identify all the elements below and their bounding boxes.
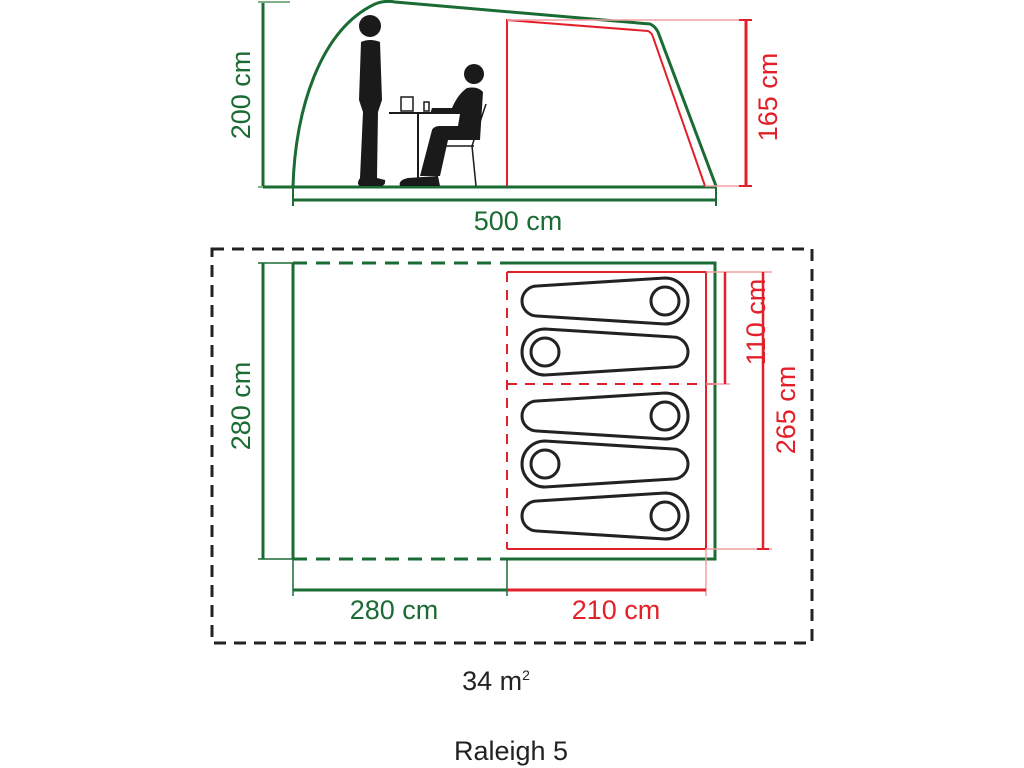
length-500-label: 500 cm [474, 206, 563, 236]
width-110-label: 110 cm [741, 279, 771, 366]
sleeping-bags [520, 276, 690, 541]
floor-plan [210, 247, 814, 645]
standing-person-icon [358, 15, 386, 186]
length-280-label: 280 cm [350, 595, 439, 625]
pillow-icon [649, 400, 681, 432]
pillow-icon [529, 336, 561, 368]
sleeping-bag-icon [520, 491, 690, 541]
pillow-icon [649, 285, 681, 317]
sleeping-bag-icon [520, 439, 690, 489]
area-label: 34 m2 [462, 666, 530, 696]
outer-tent-profile [291, 0, 718, 188]
sleeping-bag-icon [520, 276, 690, 326]
height-200-label: 200 cm [226, 51, 256, 140]
bedroom-inner-wall [507, 271, 707, 550]
pillow-icon [529, 448, 561, 480]
cup-icon [400, 96, 414, 112]
side-view [258, 0, 752, 206]
width-280-label: 280 cm [226, 362, 256, 451]
width-265-label: 265 cm [771, 366, 801, 455]
area-superscript: 2 [522, 667, 530, 683]
sleeping-bag-icon [520, 327, 690, 377]
glass-icon [423, 101, 430, 112]
pillow-icon [649, 500, 681, 532]
chair-icon [433, 103, 487, 187]
area-value: 34 m [462, 666, 522, 696]
bedroom-outer-wall [507, 261, 717, 561]
height-165-label: 165 cm [753, 53, 783, 142]
seated-person-icon [399, 64, 484, 186]
product-name: Raleigh 5 [454, 736, 568, 766]
footprint-outline [210, 247, 814, 645]
sleeping-bag-icon [520, 391, 690, 441]
length-210-label: 210 cm [572, 595, 661, 625]
inner-tent-profile [506, 18, 706, 187]
